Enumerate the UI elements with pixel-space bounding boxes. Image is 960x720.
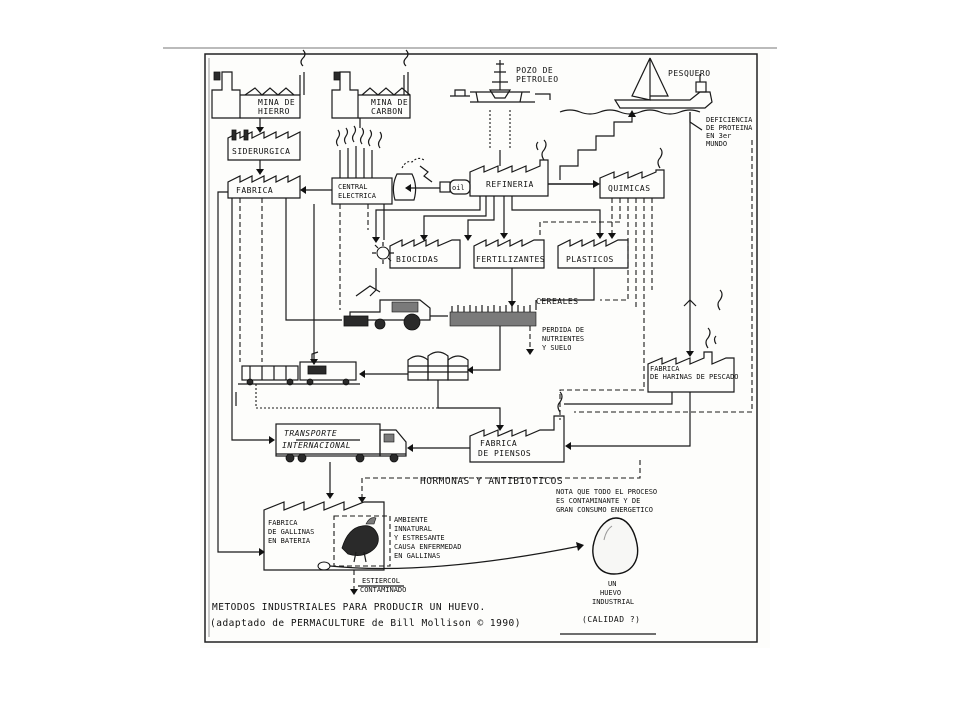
ambiente-label-2: INNATURAL [394, 525, 432, 533]
fabrica-piensos-label-2: DE PIENSOS [478, 449, 531, 458]
link-refineria-pesquero [559, 114, 633, 180]
siderurgica-icon [227, 129, 301, 161]
mina-carbon-label-1: MINA DE [371, 98, 408, 107]
silos-icon [407, 351, 469, 381]
fabrica-harinas-label-1: FABRICA [650, 365, 680, 373]
link-fabrica-gallinas [217, 191, 262, 553]
fabrica-piensos-label-1: FABRICA [480, 439, 517, 448]
fabrica-icon [227, 175, 301, 199]
internacional-label: INTERNACIONAL [282, 441, 351, 450]
biocidas-label: BIOCIDAS [396, 255, 439, 264]
mina-hierro-label-2: HIERRO [258, 107, 290, 116]
fabrica-gallinas-icon [263, 501, 391, 571]
fabrica-label: FABRICA [236, 186, 273, 195]
fabrica-gallinas-label-2: DE GALLINAS [268, 528, 314, 536]
ambiente-label-3: Y ESTRESANTE [394, 534, 445, 542]
diagram-frame [204, 53, 758, 643]
huevo-label-1: UN [608, 580, 616, 588]
fabrica-gallinas-label-1: FABRICA [268, 519, 298, 527]
deficiencia-label-1: DEFICIENCIA [706, 116, 753, 124]
estiercol-label-1: ESTIERCOL [362, 577, 400, 585]
mina-hierro-label-1: MINA DE [258, 98, 295, 107]
ambiente-label-4: CAUSA ENFERMEDAD [394, 543, 461, 551]
svg-text:oil: oil [452, 184, 465, 192]
fertilizantes-icon [473, 239, 545, 269]
huevo-label-3: INDUSTRIAL [592, 598, 634, 606]
egg-icon [592, 517, 639, 575]
mina-carbon-label-2: CARBON [371, 107, 403, 116]
diagram-paper [200, 50, 770, 648]
central-electrica-label-2: ELECTRICA [338, 192, 377, 200]
pesquero-label: PESQUERO [668, 69, 711, 78]
central-electrica-label-1: CENTRAL [338, 183, 368, 191]
hormonas-label: HORMONAS Y ANTIBIOTICOS [420, 476, 563, 487]
mina-hierro-icon [211, 49, 306, 119]
cereales-field-icon [449, 305, 537, 327]
biocidas-icon [372, 239, 461, 269]
truck-icon [275, 423, 407, 463]
deficiencia-label-3: EN 3er [706, 132, 731, 140]
deficiencia-label-4: MUNDO [706, 140, 727, 148]
estiercol-label-2: CONTAMINADO [360, 586, 406, 594]
perdida-label-1: PERDIDA DE [542, 326, 584, 334]
plasticos-icon [557, 239, 629, 269]
fabrica-harinas-icon [647, 327, 735, 393]
refineria-label: REFINERIA [486, 180, 534, 189]
arrow-gallinas-huevo [329, 545, 581, 570]
arrow-cereales-silos [470, 326, 501, 371]
caption-line-2: (adaptado de PERMACULTURE de Bill Mollis… [210, 618, 521, 629]
huevo-label-2: HUEVO [600, 589, 621, 597]
train-icon [238, 351, 360, 386]
arrow-refineria-biocidas [375, 196, 481, 240]
quimicas-icon [599, 147, 665, 199]
arrow-harinas-piensos [568, 392, 691, 447]
fabrica-harinas-label-2: DE HARINAS DE PESCADO [650, 373, 739, 381]
pozo-petroleo-label-1: POZO DE [516, 66, 553, 75]
plasticos-label: PLASTICOS [566, 255, 614, 264]
central-electrica-icon [331, 125, 433, 205]
transporte-label: TRANSPORTE [284, 429, 337, 438]
ambiente-label-1: AMBIENTE [394, 516, 428, 524]
tractor-icon [343, 285, 431, 331]
nota-label-1: NOTA QUE TODO EL PROCESO [556, 488, 657, 496]
refineria-icon: oil [439, 139, 549, 197]
calidad-label: (CALIDAD ?) [582, 615, 640, 624]
caption-line-1: METODOS INDUSTRIALES PARA PRODUCIR UN HU… [212, 602, 486, 613]
pozo-petroleo-label-2: PETROLEO [516, 75, 559, 84]
mina-carbon-icon [331, 49, 411, 119]
siderurgica-label: SIDERURGICA [232, 147, 290, 156]
link-hormonas-gallinas [361, 460, 641, 500]
perdida-label-2: NUTRIENTES [542, 335, 584, 343]
perdida-label-3: Y SUELO [542, 344, 572, 352]
nota-label-2: ES CONTAMINANTE Y DE [556, 497, 640, 505]
pozo-petroleo-icon [450, 60, 551, 150]
quimicas-label: QUIMICAS [608, 184, 651, 193]
arrow-refineria-plasticos [511, 196, 601, 236]
ambiente-label-5: EN GALLINAS [394, 552, 440, 560]
fabrica-gallinas-label-3: EN BATERIA [268, 537, 311, 545]
nota-label-3: GRAN CONSUMO ENERGETICO [556, 506, 653, 514]
fabrica-piensos-icon [469, 391, 565, 463]
fertilizantes-label: FERTILIZANTES [476, 255, 545, 264]
cereales-label: CEREALES [536, 297, 579, 306]
deficiencia-label-2: DE PROTEINA [706, 124, 753, 132]
